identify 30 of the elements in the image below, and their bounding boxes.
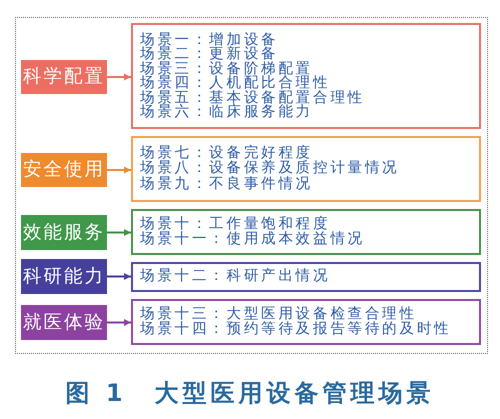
category-box: 科学配置: [21, 60, 107, 94]
arrow: [107, 319, 131, 326]
scene-text: 场景二：更新设备: [140, 47, 278, 62]
scene-text: 场景七：设备完好程度: [140, 146, 313, 161]
scene-text: 场景九：不良事件情况: [140, 176, 313, 192]
scene-text: 场景十四：预约等待及报告等待的及时性: [140, 322, 452, 338]
scene-text: 场景五：基本设备配置合理性: [140, 90, 365, 105]
arrow: [107, 74, 131, 80]
category-box: 效能服务: [21, 215, 107, 250]
scene-text: 场景十一：使用成本效益情况: [140, 232, 365, 248]
scene-text: 场景十二：科研产出情况: [140, 269, 330, 285]
arrow: [107, 166, 131, 174]
figure-caption: 图 1 大型医用设备管理场景: [65, 378, 435, 408]
category-box: 就医体验: [21, 305, 107, 340]
category-box: 安全使用: [21, 153, 107, 187]
category-box: 科研能力: [21, 259, 107, 294]
scene-text: 场景八：设备保养及质控计量情况: [140, 161, 400, 176]
scene-text: 场景六：临床服务能力: [140, 105, 313, 120]
scene-text: 场景一：增加设备: [140, 32, 278, 47]
arrow: [107, 273, 131, 280]
scene-box: [131, 262, 481, 292]
scene-box: [131, 209, 481, 255]
scene-box: [131, 23, 481, 129]
scene-text: 场景四：人机配比合理性: [140, 76, 330, 90]
scene-box: [131, 299, 481, 345]
arrow: [107, 229, 131, 236]
scene-text: 场景三：设备阶梯配置: [140, 62, 313, 76]
scene-box: [131, 136, 481, 202]
scene-text: 场景十三：大型医用设备检查合理性: [140, 306, 417, 322]
scene-text: 场景十：工作量饱和程度: [140, 216, 330, 232]
